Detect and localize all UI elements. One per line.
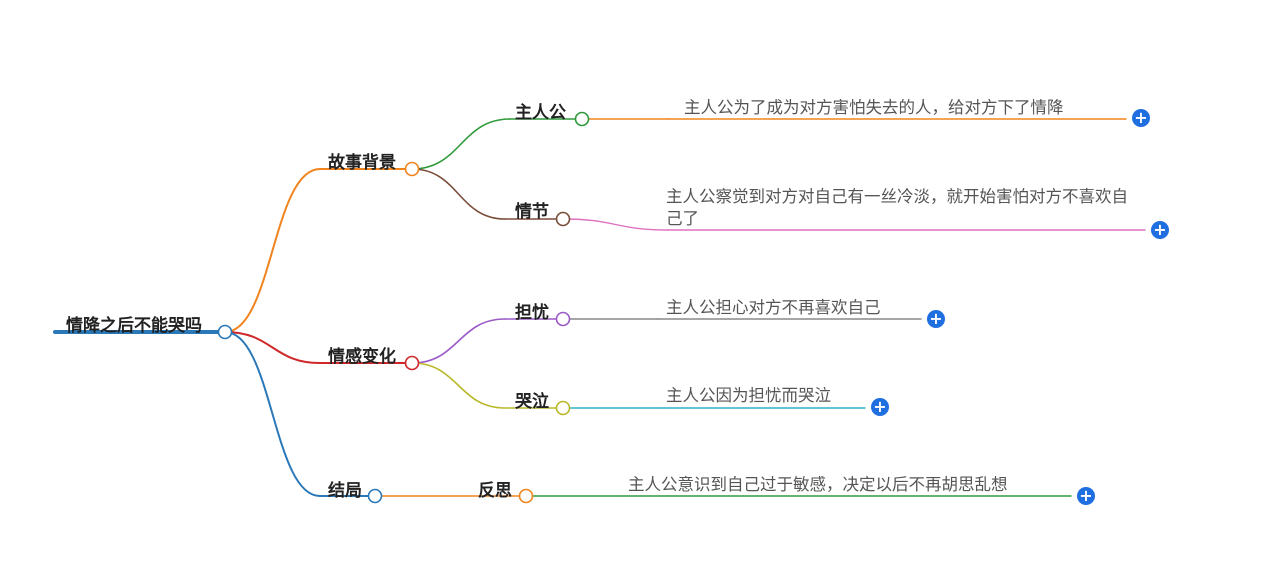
connector-root-branch xyxy=(224,331,321,364)
root-node-circle[interactable] xyxy=(217,324,233,340)
subtopic-reflection[interactable]: 反思 xyxy=(478,481,512,501)
connector-branch-subtopic xyxy=(411,362,506,409)
subtopic-worry[interactable]: 担忧 xyxy=(515,303,549,323)
detail-protagonist[interactable]: 主人公为了成为对方害怕失去的人，给对方下了情降 xyxy=(684,98,1064,117)
detail-worry[interactable]: 主人公担心对方不再喜欢自己 xyxy=(666,298,881,317)
plus-icon[interactable]: + xyxy=(1132,109,1150,127)
connector-branch-subtopic xyxy=(411,168,506,220)
subtopic-node-circle[interactable] xyxy=(555,211,571,227)
detail-plot[interactable]: 主人公察觉到对方对自己有一丝冷淡，就开始害怕对方不喜欢自己了 xyxy=(666,187,1128,228)
connector-subtopic-detail xyxy=(562,218,669,231)
root-topic[interactable]: 情降之后不能哭吗 xyxy=(66,316,202,336)
plus-icon[interactable]: + xyxy=(1151,221,1169,239)
connector-root-branch xyxy=(224,331,321,497)
connector-branch-subtopic xyxy=(411,318,506,364)
subtopic-plot[interactable]: 情节 xyxy=(515,202,549,222)
plus-icon[interactable]: + xyxy=(1077,487,1095,505)
subtopic-node-circle[interactable] xyxy=(518,488,534,504)
detail-crying[interactable]: 主人公因为担忧而哭泣 xyxy=(666,386,831,405)
detail-reflection[interactable]: 主人公意识到自己过于敏感，决定以后不再胡思乱想 xyxy=(628,475,1008,494)
branch-ending[interactable]: 结局 xyxy=(328,481,362,501)
branch-node-circle[interactable] xyxy=(404,355,420,371)
branch-node-circle[interactable] xyxy=(367,488,383,504)
branch-story-background[interactable]: 故事背景 xyxy=(328,153,396,173)
subtopic-node-circle[interactable] xyxy=(574,111,590,127)
branch-node-circle[interactable] xyxy=(404,161,420,177)
connector-root-branch xyxy=(224,168,321,333)
subtopic-node-circle[interactable] xyxy=(555,311,571,327)
subtopic-crying[interactable]: 哭泣 xyxy=(515,392,549,412)
subtopic-protagonist[interactable]: 主人公 xyxy=(515,103,566,123)
connector-branch-subtopic xyxy=(411,118,511,170)
plus-icon[interactable]: + xyxy=(871,398,889,416)
plus-icon[interactable]: + xyxy=(927,310,945,328)
branch-emotion-change[interactable]: 情感变化 xyxy=(328,347,396,367)
subtopic-node-circle[interactable] xyxy=(555,400,571,416)
